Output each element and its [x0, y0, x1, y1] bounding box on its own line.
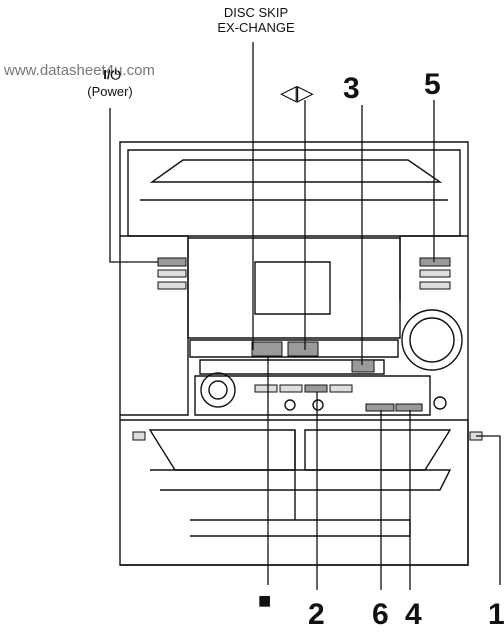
label-1: 1	[488, 598, 504, 631]
disc-skip-line1: DISC SKIP	[223, 5, 289, 20]
power-button	[157, 257, 187, 267]
button-row-lower	[199, 359, 385, 375]
side-slat-l2	[157, 281, 187, 290]
jog-dial-inner	[208, 380, 228, 400]
label-4: 4	[405, 598, 422, 631]
cassette-tray-line	[150, 469, 452, 491]
button-row-top	[189, 339, 399, 358]
func-button-c	[329, 384, 353, 393]
func-button-b	[279, 384, 303, 393]
disc-skip-label: DISC SKIP EX-CHANGE	[196, 5, 316, 35]
side-slat-l1	[157, 269, 187, 278]
label-6: 6	[372, 598, 389, 631]
side-slat-r1	[419, 269, 451, 278]
stop-label: ■	[258, 588, 272, 613]
small-jack-1	[284, 399, 296, 411]
cassette-section	[120, 419, 469, 566]
small-jack-2	[312, 399, 324, 411]
button-4	[395, 403, 423, 412]
volume-knob-inner	[409, 317, 455, 363]
play-direction-label: ◁▷	[280, 80, 314, 105]
button-3	[351, 359, 375, 373]
button-5	[419, 257, 451, 267]
button-6	[365, 403, 395, 412]
disc-skip-line2: EX-CHANGE	[217, 20, 295, 35]
jog-dial	[200, 372, 236, 408]
label-2: 2	[308, 598, 325, 631]
top-tray-slot	[149, 159, 443, 183]
headphone-jack	[433, 396, 447, 410]
cd-display	[254, 261, 331, 315]
side-slat-r2	[419, 281, 451, 290]
label-5: 5	[424, 68, 441, 101]
func-button-a	[254, 384, 278, 393]
volume-knob	[401, 309, 463, 371]
cd-window-frame	[187, 237, 401, 339]
speaker-grille-left	[132, 431, 146, 441]
play-direction-button	[287, 341, 319, 357]
leader-1	[476, 435, 501, 585]
power-text-label: (Power)	[87, 84, 133, 99]
label-3: 3	[343, 72, 360, 105]
disc-skip-button	[251, 341, 283, 357]
cassette-deck-left	[148, 429, 296, 471]
cassette-deck-right	[304, 429, 452, 471]
watermark: www.datasheet4u.com	[4, 62, 155, 79]
cassette-bottom-slot	[190, 519, 411, 537]
control-panel	[194, 375, 431, 416]
power-symbol-label: I/⏻	[103, 67, 121, 82]
leader-power	[109, 108, 158, 263]
button-2	[304, 384, 328, 393]
